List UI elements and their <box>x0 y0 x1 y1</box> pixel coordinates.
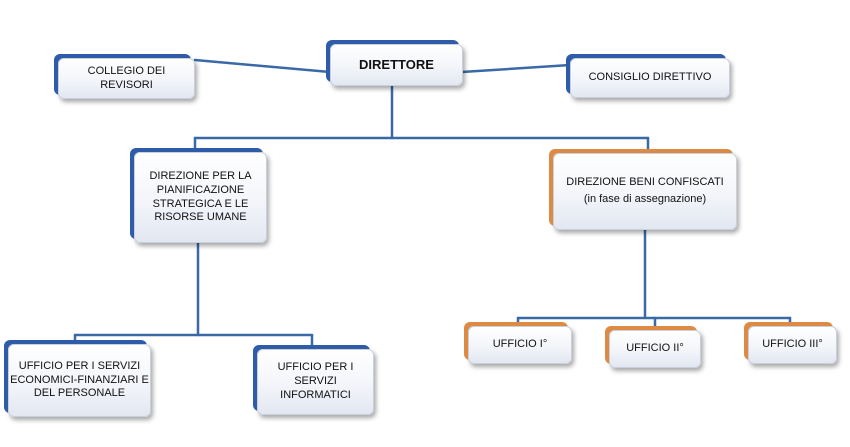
ufficio-1-label: UFFICIO I° <box>492 338 548 351</box>
direzione-beni-confiscati-box: DIREZIONE BENI CONFISCATI (in fase di as… <box>553 153 737 230</box>
consiglio-direttivo-label: CONSIGLIO DIRETTIVO <box>588 71 712 84</box>
direzione-beni-confiscati-label: DIREZIONE BENI CONFISCATI <box>566 176 724 189</box>
direttore-box: DIRETTORE <box>330 44 463 86</box>
ufficio-3-box: UFFICIO III° <box>748 326 837 364</box>
ufficio-2-label: UFFICIO II° <box>626 342 684 355</box>
ufficio-2-box: UFFICIO II° <box>609 330 701 368</box>
ufficio-3-label: UFFICIO III° <box>762 338 823 351</box>
direzione-pianificazione-label: DIREZIONE PER LA PIANIFICAZIONE STRATEGI… <box>149 170 252 224</box>
ufficio-informatici-label: UFFICIO PER I SERVIZI INFORMATICI <box>277 361 354 401</box>
direzione-pianificazione-box: DIREZIONE PER LA PIANIFICAZIONE STRATEGI… <box>134 152 267 243</box>
link-direttore-consiglio <box>460 63 572 74</box>
link-direttore-collegio <box>193 58 332 74</box>
collegio-revisori-box: COLLEGIO DEI REVISORI <box>58 58 195 99</box>
direzione-beni-confiscati-note: (in fase di assegnazione) <box>583 193 707 205</box>
ufficio-economici-box: UFFICIO PER I SERVIZI ECONOMICI-FINANZIA… <box>8 344 151 417</box>
consiglio-direttivo-box: CONSIGLIO DIRETTIVO <box>570 58 730 98</box>
ufficio-1-box: UFFICIO I° <box>468 326 572 364</box>
collegio-revisori-label: COLLEGIO DEI REVISORI <box>87 64 166 91</box>
ufficio-informatici-box: UFFICIO PER I SERVIZI INFORMATICI <box>257 349 374 415</box>
direttore-label: DIRETTORE <box>359 56 434 72</box>
ufficio-economici-label: UFFICIO PER I SERVIZI ECONOMICI-FINANZIA… <box>10 359 149 400</box>
